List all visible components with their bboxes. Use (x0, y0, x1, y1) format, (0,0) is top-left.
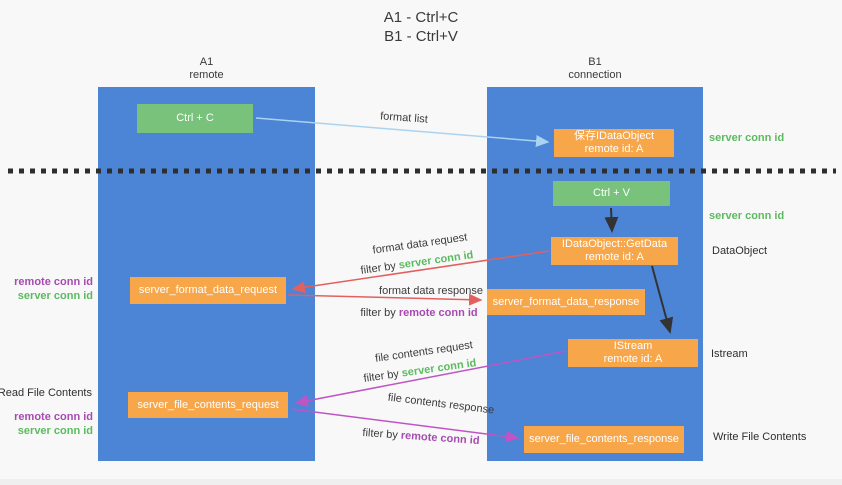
remote-conn-id-text: remote conn id (400, 429, 480, 448)
node-ctrl-v: Ctrl + V (553, 181, 670, 206)
istream-label: Istream (711, 348, 748, 360)
format-list-label: format list (379, 110, 429, 126)
node-istream: IStream remote id: A (568, 339, 698, 367)
right-server-conn-id-label-2: server conn id (709, 210, 785, 222)
filter-by-text: filter by (359, 260, 397, 277)
remote-conn-id-text: remote conn id (398, 307, 478, 319)
node-server-file-contents-response-label: server_file_contents_response (529, 433, 679, 445)
dataobject-label: DataObject (712, 245, 768, 257)
right-server-conn-id-label-1: server conn id (709, 132, 785, 144)
node-server-file-contents-request-label: server_file_contents_request (137, 398, 279, 411)
column-header-a1: A1 remote (98, 56, 315, 86)
node-ctrl-c: Ctrl + C (137, 104, 253, 133)
left-remote-conn-id-label-2: remote conn id (14, 411, 93, 423)
node-save-idataobject-line2: remote id: A (584, 143, 644, 155)
file-contents-response-label: file contents response (387, 391, 495, 417)
left-remote-conn-id-label-1: remote conn id (14, 276, 93, 288)
server-conn-id-text: server conn id (400, 357, 478, 380)
node-server-format-data-request-label: server_format_data_request (138, 284, 278, 296)
node-ctrl-c-label: Ctrl + C (176, 112, 214, 124)
node-save-idataobject-line1: 保存IDataObject (573, 130, 655, 142)
node-server-format-data-response: server_format_data_response (487, 289, 645, 315)
node-istream-line1: IStream (613, 340, 653, 352)
node-server-format-data-response-label: server_format_data_response (492, 295, 640, 308)
title-line-2: B1 - Ctrl+V (384, 28, 458, 45)
left-server-conn-id-label-1: server conn id (17, 290, 93, 302)
server-conn-id-text: server conn id (397, 249, 475, 272)
column-a1-role: remote (189, 69, 224, 81)
diagram-title: A1 - Ctrl+C B1 - Ctrl+V (0, 8, 842, 46)
filter-by-text: filter by (362, 368, 400, 385)
node-server-file-contents-request: server_file_contents_request (128, 392, 288, 418)
column-a1-id: A1 (199, 56, 214, 68)
write-file-contents-label: Write File Contents (713, 431, 807, 443)
node-idataobject-getdata: IDataObject::GetData remote id: A (551, 237, 678, 265)
column-b1-id: B1 (588, 56, 602, 68)
node-server-file-contents-response: server_file_contents_response (524, 426, 684, 453)
title-line-1: A1 - Ctrl+C (383, 9, 459, 26)
node-getdata-line2: remote id: A (585, 251, 644, 263)
node-ctrl-v-label: Ctrl + V (593, 187, 630, 199)
bottom-edge-strip (0, 479, 842, 485)
column-header-b1: B1 connection (487, 56, 703, 86)
left-server-conn-id-label-2: server conn id (17, 425, 93, 437)
read-file-contents-label: Read File Contents (0, 387, 92, 399)
column-b1-role: connection (568, 69, 622, 81)
node-getdata-line1: IDataObject::GetData (561, 238, 668, 250)
format-data-response-label: format data response (379, 285, 483, 297)
node-save-idataobject: 保存IDataObject remote id: A (554, 129, 674, 157)
node-server-format-data-request: server_format_data_request (130, 277, 286, 304)
filter-by-text: filter by (360, 307, 396, 319)
filter-by-text: filter by (362, 426, 399, 442)
node-istream-line2: remote id: A (603, 353, 663, 365)
